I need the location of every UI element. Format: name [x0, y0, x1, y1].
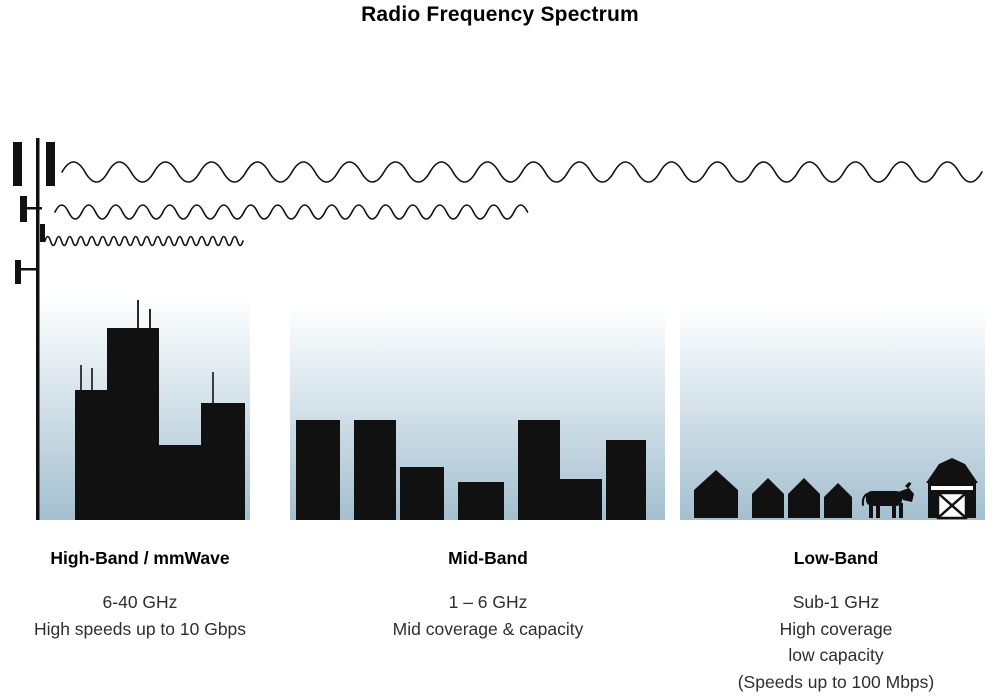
- city-building-icon: [354, 420, 396, 520]
- house-icon: [824, 483, 852, 518]
- low-band-scene: [694, 458, 978, 520]
- band-info-mid: Mid-Band 1 – 6 GHz Mid coverage & capaci…: [358, 548, 618, 642]
- band-frequency-mid: 1 – 6 GHz: [448, 592, 528, 612]
- house-icon: [788, 478, 820, 518]
- house-icon: [694, 470, 738, 518]
- band-info-low: Low-Band Sub-1 GHz High coverage low cap…: [690, 548, 982, 695]
- city-building-icon: [518, 420, 560, 520]
- band-frequency-low: Sub-1 GHz: [792, 592, 880, 612]
- band-label-high: High-Band / mmWave: [50, 548, 230, 568]
- city-building-icon: [75, 390, 107, 520]
- band-label-low: Low-Band: [793, 548, 879, 568]
- antenna-panel: [15, 260, 21, 284]
- barn-icon: [926, 458, 978, 520]
- mid-frequency-wave: [54, 204, 529, 220]
- high-frequency-wave: [44, 235, 244, 247]
- city-building-icon: [400, 467, 444, 520]
- city-building-icon: [107, 328, 159, 520]
- city-building-icon: [296, 420, 340, 520]
- city-building-icon: [159, 445, 201, 520]
- city-building-icon: [560, 479, 602, 520]
- band-label-mid: Mid-Band: [448, 548, 528, 568]
- band-description-low-1: High coverage: [779, 618, 893, 639]
- city-building-icon: [606, 440, 646, 520]
- cow-icon: [861, 482, 914, 518]
- cell-tower-icon: [13, 138, 55, 520]
- band-description-low-3: (Speeds up to 100 Mbps): [737, 671, 935, 692]
- antenna-panel: [40, 224, 45, 242]
- antenna-panel: [46, 142, 55, 186]
- band-description-high: High speeds up to 10 Gbps: [33, 618, 247, 639]
- house-icon: [752, 478, 784, 518]
- band-description-mid: Mid coverage & capacity: [392, 618, 584, 639]
- high-band-skyline: [75, 300, 245, 520]
- city-building-icon: [201, 403, 245, 520]
- city-building-icon: [458, 482, 504, 520]
- band-info-high: High-Band / mmWave 6-40 GHz High speeds …: [10, 548, 270, 642]
- low-frequency-wave: [61, 161, 983, 183]
- band-frequency-high: 6-40 GHz: [102, 592, 178, 612]
- diagram-graphic: [13, 138, 985, 520]
- band-description-low-2: low capacity: [788, 645, 884, 665]
- antenna-panel: [13, 142, 22, 186]
- mid-band-skyline: [296, 420, 646, 520]
- diagram-title: Radio Frequency Spectrum: [361, 3, 639, 26]
